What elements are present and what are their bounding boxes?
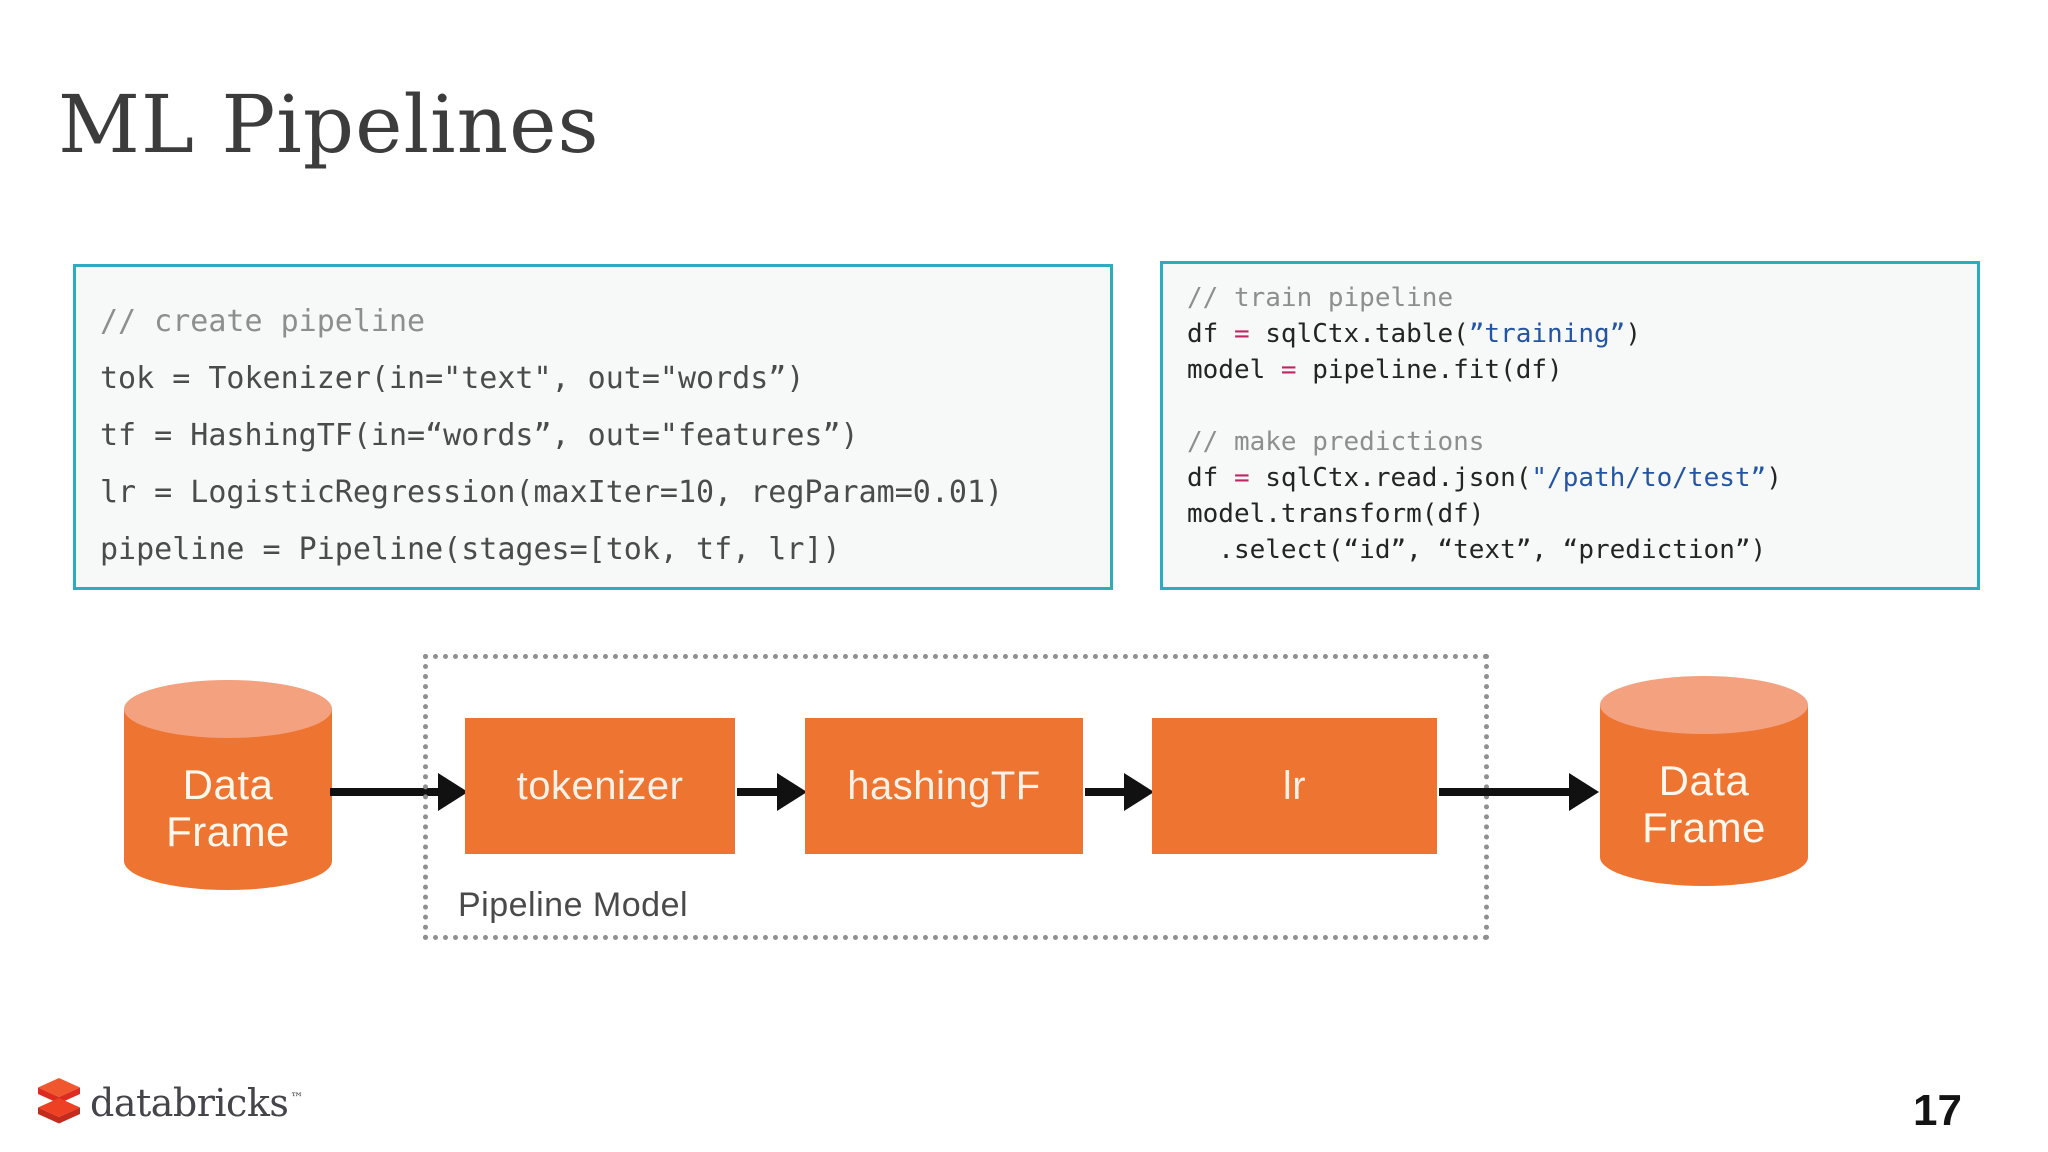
code-line: model = pipeline.fit(df) [1187,355,1563,385]
code-line: // create pipeline [100,304,426,339]
output-dataframe-cylinder: Data Frame [1600,676,1808,886]
input-dataframe-cylinder: Data Frame [124,680,332,890]
trademark-symbol: ™ [290,1091,303,1107]
code-line: tok = Tokenizer(in="text", out="words”) [100,361,805,396]
code-line: // make predictions [1187,427,1485,457]
cylinder-top-ellipse [124,680,332,738]
databricks-logo-icon [38,1078,80,1124]
stage-box-hashingtf: hashingTF [805,718,1083,854]
stage-box-tokenizer: tokenizer [465,718,735,854]
flow-arrow-tokenizer-to-hashingtf [737,773,807,811]
code-line: model.transform(df) [1187,499,1485,529]
slide-title: ML Pipelines [58,78,600,171]
dataframe-label: Data Frame [1642,757,1766,851]
create-pipeline-code-box: // create pipeline tok = Tokenizer(in="te… [73,264,1113,590]
code-line: pipeline = Pipeline(stages=[tok, tf, lr]… [100,532,841,567]
flow-arrow-lr-to-output [1439,773,1599,811]
code-line [1187,388,1953,424]
pipeline-model-label: Pipeline Model [458,886,689,924]
dataframe-label: Data Frame [166,761,290,855]
flow-arrow-input-to-tokenizer [330,773,468,811]
code-line: lr = LogisticRegression(maxIter=10, regP… [100,475,1004,510]
code-line: // train pipeline [1187,283,1454,313]
cylinder-body: Data Frame [124,709,332,890]
page-number: 17 [1913,1086,1962,1135]
train-predict-code-box: // train pipeline df = sqlCtx.table(”trai… [1160,261,1980,590]
flow-arrow-hashingtf-to-lr [1085,773,1154,811]
pipeline-model-dotted-box: Pipeline Model [423,654,1489,940]
code-line: tf = HashingTF(in=“words”, out="features… [100,418,859,453]
stage-box-lr: lr [1152,718,1437,854]
code-line: .select(“id”, “text”, “prediction”) [1187,535,1767,565]
cylinder-body: Data Frame [1600,705,1808,886]
cylinder-top-ellipse [1600,676,1808,734]
code-line: df = sqlCtx.read.json("/path/to/test”) [1187,463,1782,493]
code-line: df = sqlCtx.table(”training”) [1187,319,1641,349]
